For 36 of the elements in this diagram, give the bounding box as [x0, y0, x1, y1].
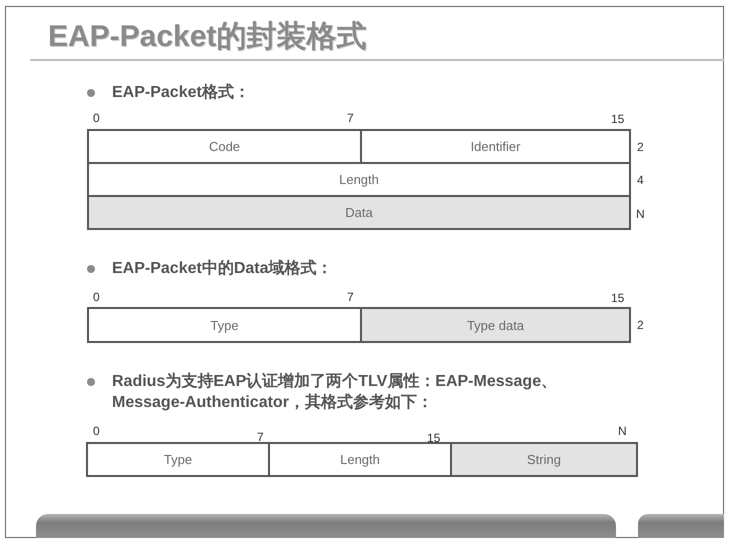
bit-position: N: [618, 424, 627, 438]
field-name: Code: [208, 139, 240, 154]
byte-length: 2: [637, 140, 644, 154]
bit-position: 15: [611, 112, 624, 126]
bullet-text: EAP-Packet中的Data域格式：: [112, 258, 332, 279]
bit-position: 15: [427, 431, 440, 445]
field-name: Identifier: [470, 139, 520, 154]
bullet-text: EAP-Packet格式：: [112, 82, 250, 103]
byte-length: N: [636, 207, 645, 221]
bit-position: 0: [93, 290, 100, 304]
bit-position: 7: [347, 290, 354, 304]
byte-length: 2: [637, 318, 644, 332]
field-name: Type data: [466, 318, 524, 332]
field-name: Type: [210, 318, 239, 332]
packet-field: [87, 162, 631, 197]
field-name: Length: [339, 172, 379, 187]
packet-field: [360, 307, 631, 343]
bit-position: 0: [93, 111, 100, 125]
field-name: Type: [164, 452, 192, 467]
field-name: String: [527, 452, 561, 467]
field-name: Length: [340, 452, 380, 467]
packet-field: [450, 442, 638, 477]
bit-position: 15: [611, 291, 624, 305]
bit-position: 7: [257, 430, 264, 444]
bit-position: 7: [347, 111, 354, 125]
packet-field: [87, 307, 362, 343]
bullet-text: Radius为支持EAP认证增加了两个TLV属性：EAP-Message、Message-Authenticator，其格式参考如下：: [112, 372, 558, 413]
packet-field: [86, 442, 270, 477]
packet-field: [87, 195, 631, 230]
packet-field: [87, 129, 362, 164]
field-name: Data: [345, 205, 373, 220]
byte-length: 4: [637, 173, 644, 187]
bit-position: 0: [93, 424, 100, 438]
slide-title: EAP-Packet的封装格式: [48, 19, 366, 55]
packet-field: [268, 442, 452, 477]
packet-field: [360, 129, 631, 164]
